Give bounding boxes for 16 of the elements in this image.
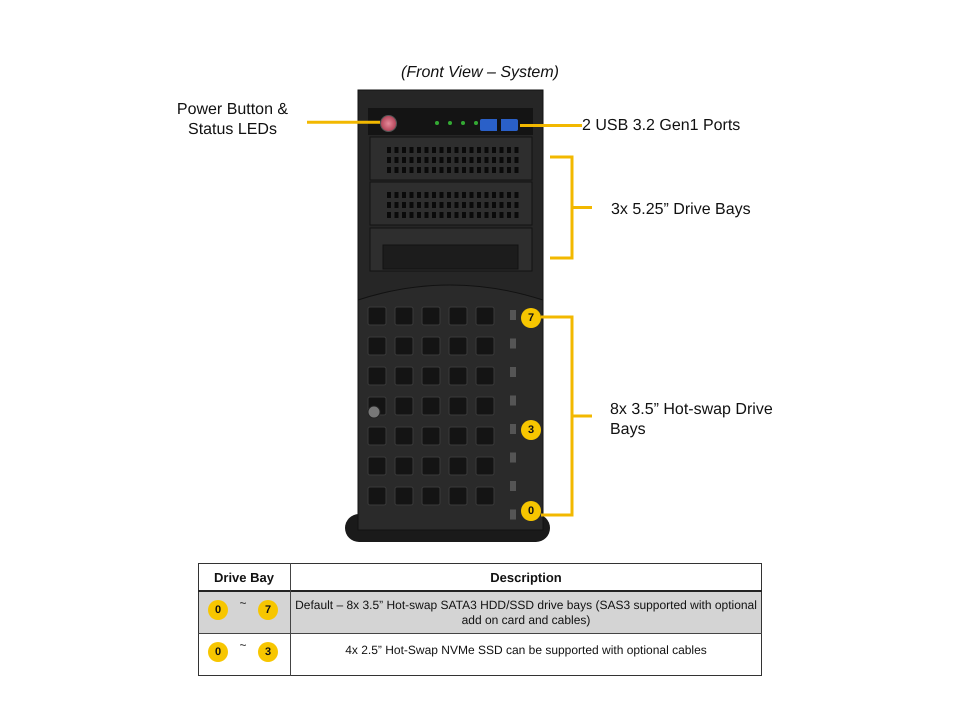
leader-line (520, 124, 582, 127)
callout-number: 0 (208, 642, 228, 662)
column-header: Drive Bay (213, 568, 275, 587)
leader-line (307, 120, 380, 124)
range-tilde: ~ (238, 594, 248, 612)
bracket-label: 3x 5.25” Drive Bays (611, 200, 752, 220)
table-cell-text: 4x 2.5” Hot-Swap NVMe SSD can be supported with optional cables (344, 642, 708, 658)
bracket-label: 8x 3.5” Hot-swap Drive Bays (610, 400, 774, 440)
range-tilde: ~ (238, 636, 248, 654)
callout-label: 2 USB 3.2 Gen1 Ports (582, 116, 782, 136)
callout-label: Power Button & Status LEDs (160, 100, 305, 140)
usb-ports (480, 119, 518, 131)
view-title: (Front View – System) (400, 63, 560, 83)
table-cell-text: Default – 8x 3.5” Hot-swap SATA3 HDD/SSD drive bays (SAS3 supported with optional add on card and cables) (294, 596, 758, 628)
column-header: Description (489, 568, 563, 587)
callout-number: 3 (258, 642, 278, 662)
